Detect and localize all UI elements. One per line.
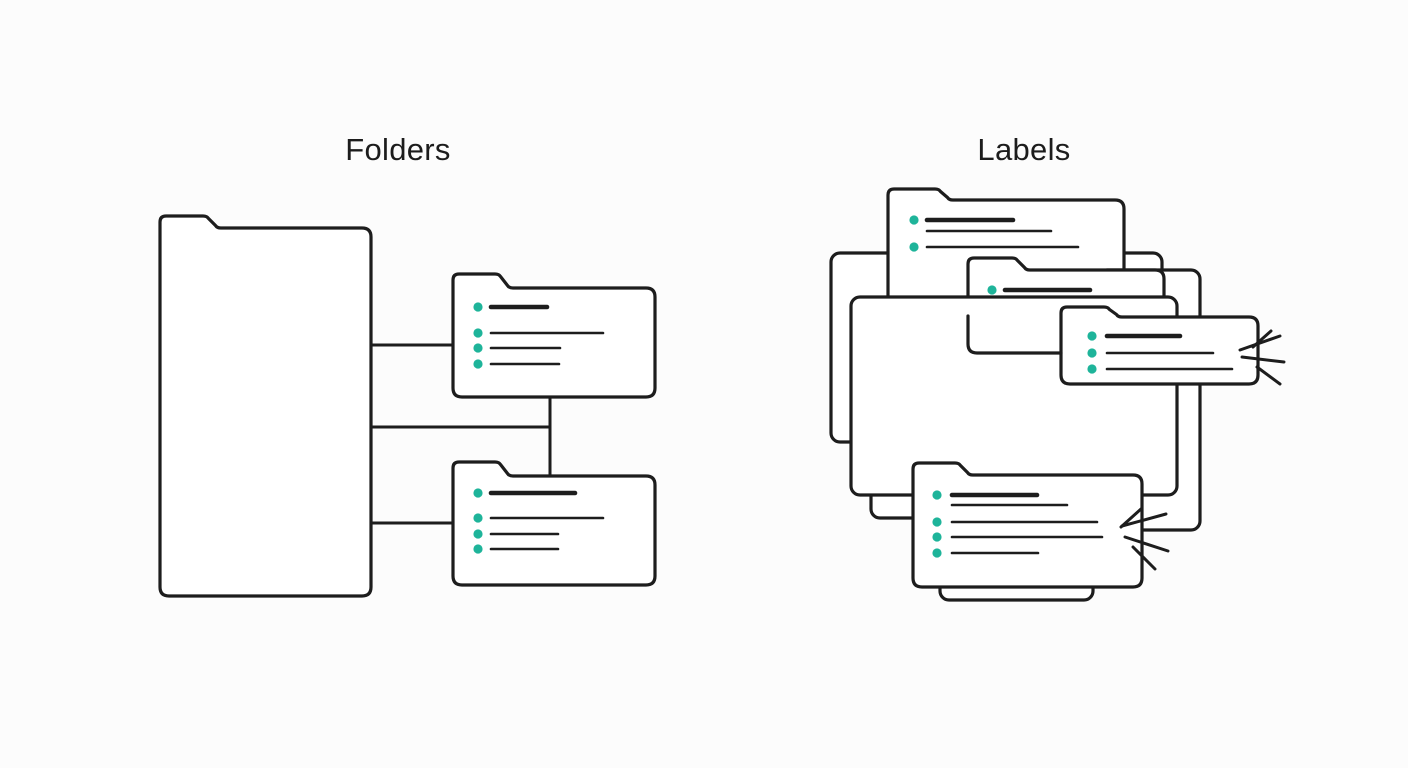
folders-title: Folders bbox=[345, 132, 451, 167]
labels-folder-bottom-bullet-dot bbox=[932, 517, 942, 527]
emphasis-burst-right bbox=[1238, 334, 1282, 352]
emphasis-burst-bottom bbox=[1120, 512, 1168, 528]
labels-folder-bottom-bullet-dot bbox=[932, 490, 942, 500]
labels-folder-middle-corner bbox=[966, 314, 1063, 355]
emphasis-burst-right bbox=[1240, 355, 1286, 364]
labels-folder-top-bullet-dot bbox=[909, 242, 919, 252]
folders-subfolder-1-bullet-dot bbox=[473, 328, 483, 338]
labels-folder-right-bullet-dot bbox=[1087, 364, 1097, 374]
emphasis-burst-bottom bbox=[1119, 507, 1143, 529]
emphasis-burst-right bbox=[1251, 329, 1273, 349]
emphasis-burst-right bbox=[1255, 365, 1282, 386]
labels-folder-bottom bbox=[911, 461, 1144, 589]
folders-parent-folder bbox=[158, 214, 373, 598]
folders-subfolder-1-bullet-dot bbox=[473, 343, 483, 353]
labels-folder-right bbox=[1059, 305, 1260, 386]
emphasis-burst-bottom bbox=[1123, 535, 1170, 553]
labels-folder-right-bullet-dot bbox=[1087, 348, 1097, 358]
folders-subfolder-2-bullet-dot bbox=[473, 544, 483, 554]
folders-subfolder-2-bullet-dot bbox=[473, 529, 483, 539]
folders-subfolder-2-bullet-dot bbox=[473, 488, 483, 498]
labels-folder-bottom-bullet-dot bbox=[932, 548, 942, 558]
folders-subfolder-2-bullet-dot bbox=[473, 513, 483, 523]
labels-folder-right-bullet-dot bbox=[1087, 331, 1097, 341]
folders-subfolder-2 bbox=[451, 460, 657, 587]
labels-folder-bottom-bullet-dot bbox=[932, 532, 942, 542]
emphasis-burst-bottom bbox=[1131, 545, 1157, 571]
folders-subfolder-1-bullet-dot bbox=[473, 302, 483, 312]
folders-subfolder-1 bbox=[451, 272, 657, 399]
labels-folder-top-bullet-dot bbox=[909, 215, 919, 225]
labels-title: Labels bbox=[977, 132, 1071, 167]
labels-folder-middle-bullet-dot bbox=[987, 285, 997, 295]
folders-subfolder-1-bullet-dot bbox=[473, 359, 483, 369]
